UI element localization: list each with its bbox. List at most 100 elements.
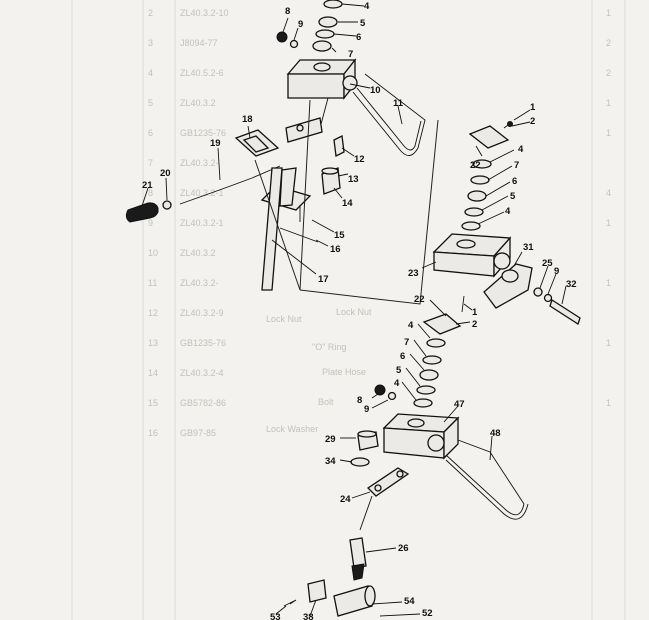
callout-26: 26 — [398, 543, 409, 554]
table-part-code: ZL40.3.2 — [180, 98, 216, 108]
callout-14: 14 — [342, 198, 353, 209]
callout-8: 8 — [357, 395, 362, 406]
clamp-half-part — [483, 263, 533, 309]
callout-7: 7 — [404, 337, 409, 348]
assembly-frame-lines — [299, 99, 439, 305]
table-part-code: ZL40.3.2 — [180, 248, 216, 258]
table-quantity: 2 — [606, 38, 611, 48]
callout-2: 2 — [530, 116, 535, 127]
callout-22: 22 — [414, 294, 425, 305]
callout-5: 5 — [360, 18, 366, 29]
table-part-code: ZL40.3.2-4 — [180, 368, 224, 378]
table-row-number: 14 — [148, 368, 158, 378]
table-part-code: J8094-77 — [180, 38, 218, 48]
lock-nut-part — [374, 384, 386, 396]
table-description: Lock Nut — [266, 314, 302, 324]
callout-10: 10 — [370, 85, 381, 96]
callout-4: 4 — [394, 378, 400, 389]
lock-nut-part — [276, 31, 288, 43]
callout-48: 48 — [490, 428, 501, 439]
table-part-code: ZL40.3.2-10 — [180, 8, 229, 18]
table-row-number: 5 — [148, 98, 153, 108]
callout-16: 16 — [330, 244, 341, 255]
washer-part — [470, 175, 490, 185]
table-part-code: ZL40.5.2-6 — [180, 68, 224, 78]
callout-32: 32 — [566, 279, 577, 290]
callout-4: 4 — [408, 320, 414, 331]
callout-12: 12 — [354, 154, 365, 165]
table-description: Plate Hose — [322, 367, 366, 377]
callout-2: 2 — [472, 319, 477, 330]
table-quantity: 1 — [606, 278, 611, 288]
washer-part — [461, 221, 481, 231]
table-description: "O" Ring — [312, 342, 346, 352]
table-part-code: GB1235-76 — [180, 128, 226, 138]
callout-22: 22 — [470, 160, 481, 171]
bolt-part — [549, 299, 581, 325]
bearing-part — [467, 190, 487, 202]
callout-17: 17 — [318, 274, 329, 285]
rod-part — [179, 165, 281, 205]
callout-25: 25 — [542, 258, 553, 269]
callout-1: 1 — [530, 102, 536, 113]
callout-labels: 4 5 6 7 8 9 10 11 12 13 14 15 16 17 18 1… — [142, 1, 577, 620]
callout-9: 9 — [364, 404, 369, 415]
callout-6: 6 — [356, 32, 361, 43]
table-description: Bolt — [318, 397, 334, 407]
nut-part — [162, 200, 172, 210]
washer-part — [289, 39, 299, 49]
callout-24: 24 — [340, 494, 351, 505]
table-quantity: 1 — [606, 128, 611, 138]
callout-52: 52 — [422, 608, 433, 619]
clamp-block-front — [287, 73, 345, 99]
table-part-code: ZL40.3.2- — [180, 158, 219, 168]
callout-6: 6 — [512, 176, 517, 187]
bore-hole — [342, 75, 358, 91]
bore-hole — [313, 62, 331, 72]
clamp-block-front — [433, 251, 495, 277]
washer-part — [350, 457, 370, 467]
link-plate-part — [285, 117, 323, 143]
callout-9: 9 — [554, 266, 559, 277]
callout-20: 20 — [160, 168, 171, 179]
callout-13: 13 — [348, 174, 359, 185]
callout-7: 7 — [348, 49, 353, 60]
table-row-number: 3 — [148, 38, 153, 48]
table-row-number: 12 — [148, 308, 158, 318]
callout-5: 5 — [510, 191, 516, 202]
sleeve-part — [307, 579, 327, 603]
callout-23: 23 — [408, 268, 419, 279]
table-row-number: 8 — [148, 188, 153, 198]
u-bolt-part — [352, 73, 426, 156]
table-quantity: 4 — [606, 188, 611, 198]
shaft-part — [261, 167, 283, 291]
u-bolt-part — [445, 439, 525, 516]
callout-54: 54 — [404, 596, 415, 607]
table-row-number: 10 — [148, 248, 158, 258]
table-quantity: 1 — [606, 98, 611, 108]
table-description: Lock Nut — [336, 307, 372, 317]
table-quantity: 2 — [606, 68, 611, 78]
callout-34: 34 — [325, 456, 336, 467]
table-part-code: GB5782-86 — [180, 398, 226, 408]
bearing-part — [318, 16, 338, 28]
callout-8: 8 — [285, 6, 290, 17]
callout-9: 9 — [298, 19, 303, 30]
spring-part — [279, 167, 297, 207]
table-quantity: 1 — [606, 338, 611, 348]
table-row-number: 16 — [148, 428, 158, 438]
table-row-number: 15 — [148, 398, 158, 408]
callout-31: 31 — [523, 242, 534, 253]
bolt-part — [279, 227, 319, 243]
callout-7: 7 — [514, 160, 519, 171]
washer-part — [533, 287, 543, 297]
table-row-number: 13 — [148, 338, 158, 348]
callout-1: 1 — [472, 307, 478, 318]
cover-plate-part — [468, 125, 510, 149]
table-row-number: 7 — [148, 158, 153, 168]
callout-15: 15 — [334, 230, 345, 241]
callout-21: 21 — [142, 180, 153, 191]
washer-part — [464, 207, 484, 217]
